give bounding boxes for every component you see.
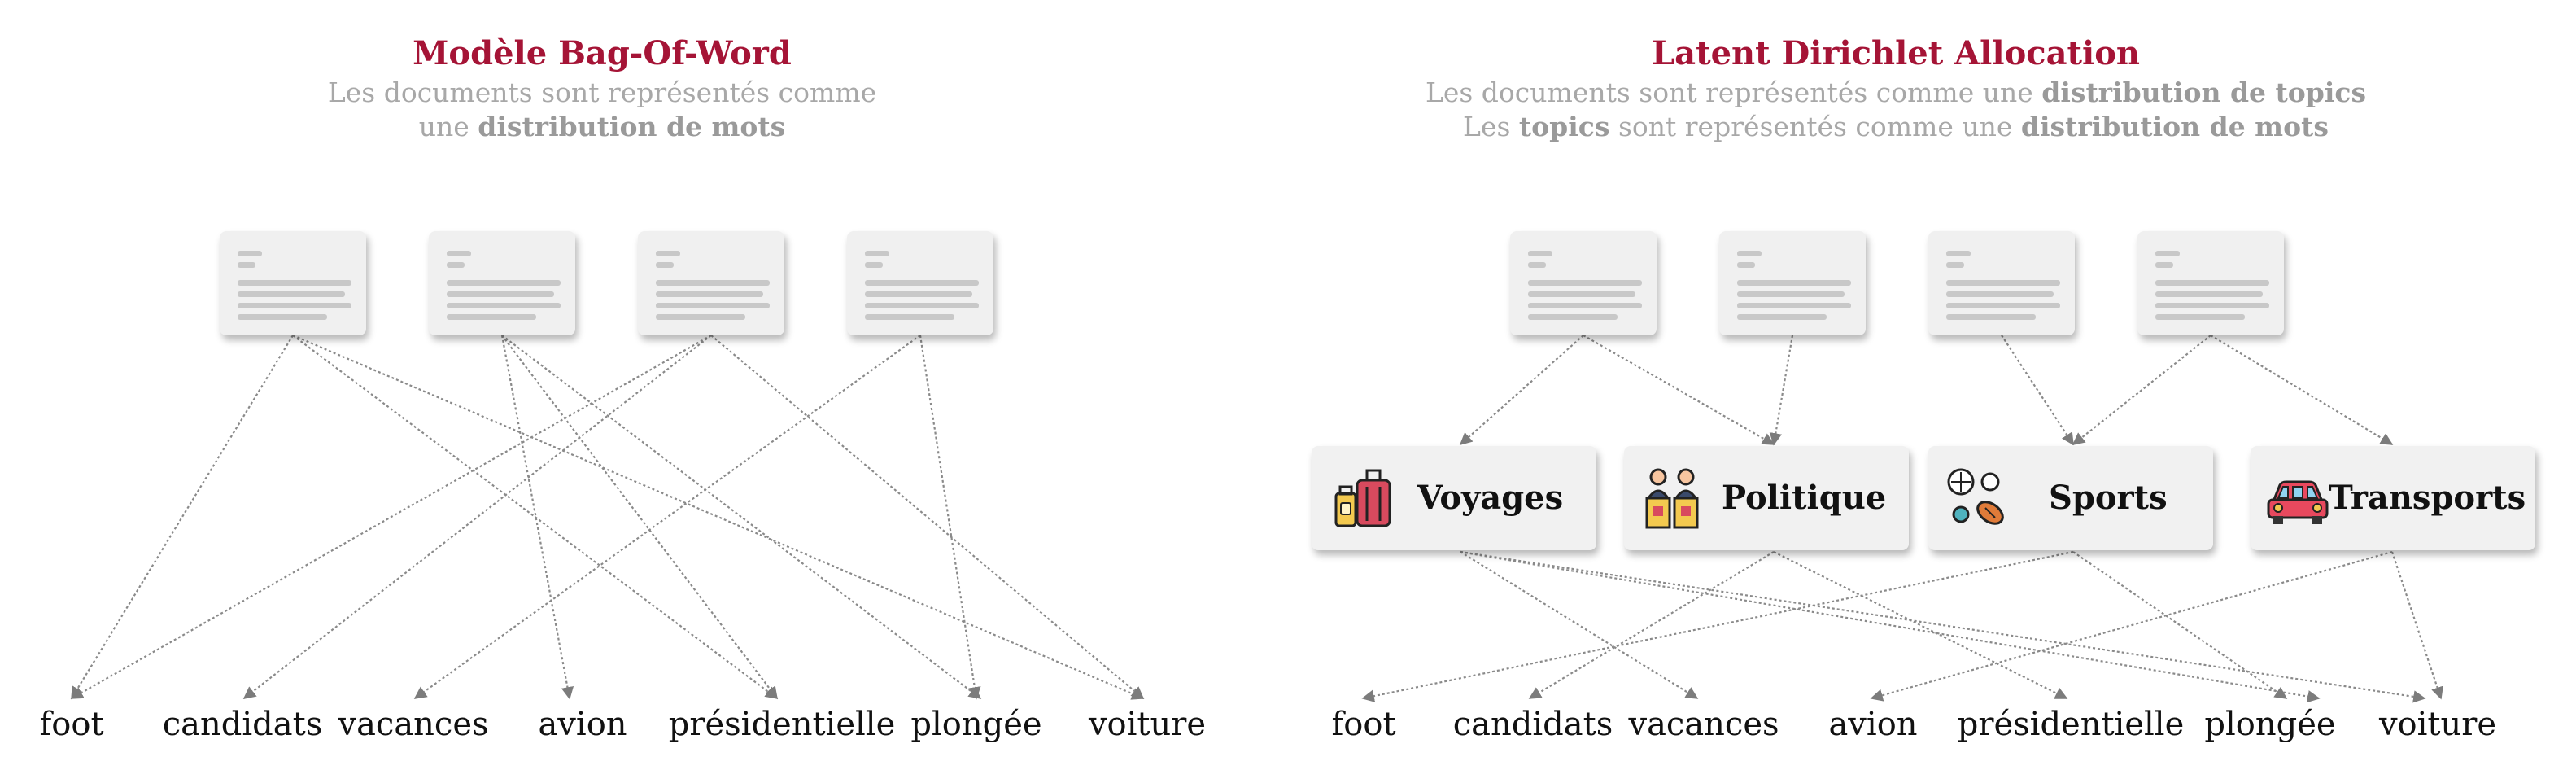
lda-word-presidentielle: présidentielle (1957, 706, 2185, 743)
lda-subtitle-line2-text-a: Les (1463, 111, 1519, 142)
topic-label: Voyages (1417, 479, 1564, 517)
topic-card-politique: Politique (1624, 446, 1909, 550)
lda-subtitle-line2-bold-b: distribution de mots (2020, 111, 2329, 142)
lda-word-voiture: voiture (2378, 706, 2497, 743)
lda-topic-word-arrow (1528, 551, 1775, 699)
lda-subtitle-line2: Les topics sont représentés comme une di… (1286, 110, 2506, 144)
bow-document-card (638, 231, 784, 335)
lda-subtitle-line1-text: Les documents sont représentés comme une (1425, 77, 2042, 108)
lda-word-candidats: candidats (1452, 706, 1613, 743)
lda-doc-topic-arrow (1583, 335, 1775, 445)
lda-document-card (1719, 231, 1866, 335)
bow-arrow (501, 335, 982, 699)
bow-arrow (71, 335, 294, 700)
lda-word-avion: avion (1828, 706, 1918, 743)
bow-arrow (70, 335, 712, 699)
topic-label: Politique (1722, 479, 1887, 517)
bow-arrow (413, 335, 921, 699)
bow-arrow (292, 335, 779, 699)
lda-word-foot: foot (1331, 706, 1396, 743)
bow-document-card (429, 231, 575, 335)
lda-document-card (1510, 231, 1657, 335)
bow-document-card (220, 231, 366, 335)
bow-arrow (500, 335, 574, 700)
bow-word-plongee: plongée (910, 706, 1042, 743)
bow-arrow (919, 335, 981, 700)
lda-topic-word-arrow (1361, 550, 2074, 702)
bow-word-avion: avion (538, 706, 627, 743)
lda-doc-topic-arrow (2001, 335, 2074, 446)
lda-topic-word-arrow (1460, 550, 2426, 703)
bow-subtitle-line2: une distribution de mots (277, 110, 928, 144)
lda-title: Latent Dirichlet Allocation (1652, 34, 2140, 72)
bow-word-candidats: candidats (162, 706, 323, 743)
bow-title: Modèle Bag-Of-Word (413, 34, 792, 72)
bow-word-foot: foot (39, 706, 104, 743)
lda-word-plongee: plongée (2204, 706, 2336, 743)
bow-word-presidentielle: présidentielle (668, 706, 896, 743)
bow-arrow (501, 335, 778, 700)
luggage-icon (1334, 469, 1391, 527)
lda-topic-word-arrow (1460, 550, 2321, 703)
bow-subtitle-line1: Les documents sont représentés comme (327, 77, 877, 108)
lda-subtitle-line1: Les documents sont représentés comme une… (1286, 76, 2506, 110)
lda-topic-word-arrow (1870, 550, 2393, 702)
bow-word-vacances: vacances (338, 706, 489, 743)
lda-topic-word-arrow (1460, 551, 1699, 699)
lda-doc-topic-arrow (2210, 335, 2394, 445)
lda-document-card (2137, 231, 2284, 335)
topic-label: Transports (2329, 479, 2526, 517)
bow-document-card (847, 231, 993, 335)
sports-balls-icon (1947, 468, 2004, 525)
topic-label: Sports (2049, 479, 2168, 517)
lda-document-card (1928, 231, 2075, 335)
bow-subtitle-line2-bold: distribution de mots (478, 111, 786, 142)
bow-subtitle-line2-text: une (418, 111, 478, 142)
lda-doc-topic-arrow (1459, 335, 1584, 446)
car-icon (2267, 480, 2329, 524)
politicians-podium-icon (1645, 468, 1699, 529)
lda-subtitle-line1-bold: distribution de topics (2041, 77, 2367, 108)
bow-arrow (292, 334, 1145, 700)
lda-word-vacances: vacances (1628, 706, 1779, 743)
lda-subtitle-line2-bold-a: topics (1518, 111, 1610, 142)
topic-card-transports: Transports (2251, 446, 2535, 550)
topic-card-sports: Sports (1928, 446, 2213, 550)
lda-doc-topic-arrow (2072, 335, 2211, 445)
topic-card-voyages: Voyages (1312, 446, 1596, 550)
lda-topic-word-arrow (1773, 551, 2068, 699)
bow-word-voiture: voiture (1088, 706, 1207, 743)
lda-subtitle-line2-text-b: sont représentés comme une (1609, 111, 2021, 142)
lda-doc-topic-arrow (1769, 335, 1794, 446)
lda-topic-word-arrow (2072, 551, 2288, 699)
bow-arrow (242, 335, 712, 699)
lda-topic-word-arrow (2390, 551, 2443, 700)
bow-arrow (710, 335, 1145, 699)
